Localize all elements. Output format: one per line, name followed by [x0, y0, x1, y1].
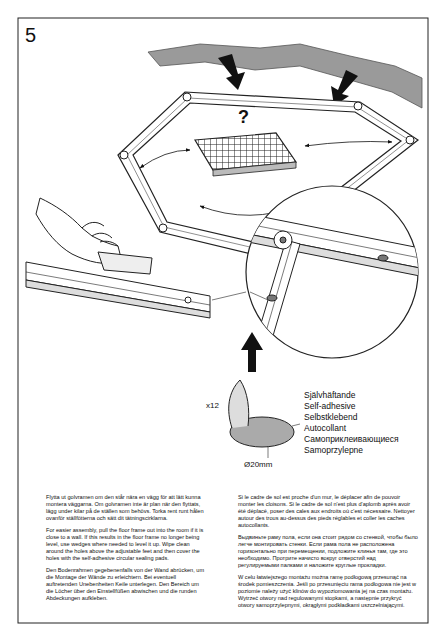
material-label: Self-adhesive: [304, 402, 356, 411]
instruction-paragraph: W celu łatwiejszego montażu można ramę p…: [238, 574, 418, 609]
instruction-paragraph: Flytta ut golvramen om den står nära en …: [46, 494, 206, 522]
material-label: Autocollant: [304, 424, 346, 433]
drain-tile: [213, 162, 296, 176]
dimension: Ø20mm: [244, 461, 272, 470]
step-number: 5: [25, 24, 36, 46]
hand: [36, 198, 152, 274]
leader-line: [212, 292, 246, 300]
dimension-line: [268, 446, 269, 458]
leader-line: [250, 292, 268, 300]
instruction-paragraph: For easier assembly, pull the floor fram…: [46, 527, 206, 562]
question-mark: ?: [238, 108, 249, 128]
instruction-paragraph: Выдвиньте раму пола, если она стоит рядо…: [238, 534, 418, 569]
material-label: Samoprzylepne: [304, 446, 363, 455]
text-column: Si le cadre de sol est proche d'un mur, …: [238, 494, 418, 614]
push-arrow: [218, 54, 245, 90]
page-border: [18, 18, 428, 623]
leader-line: [292, 424, 300, 426]
material-label: Självhäftande: [304, 391, 356, 400]
cloth: [98, 252, 152, 274]
detail-frame: [238, 212, 430, 380]
instruction-paragraph: Si le cadre de sol est proche d'un mur, …: [238, 494, 418, 529]
instruction-paragraph: Den Bodenrahmen gegebenenfalls von der W…: [46, 567, 206, 602]
quantity: x12: [206, 402, 219, 411]
peel-arrow: [241, 332, 263, 372]
sealing-pad: [229, 380, 294, 447]
material-label: Самоприклеивающиеся: [304, 435, 399, 444]
text-column: Flytta ut golvramen om den står nära en …: [46, 494, 206, 607]
material-label: Selbstklebend: [304, 413, 357, 422]
